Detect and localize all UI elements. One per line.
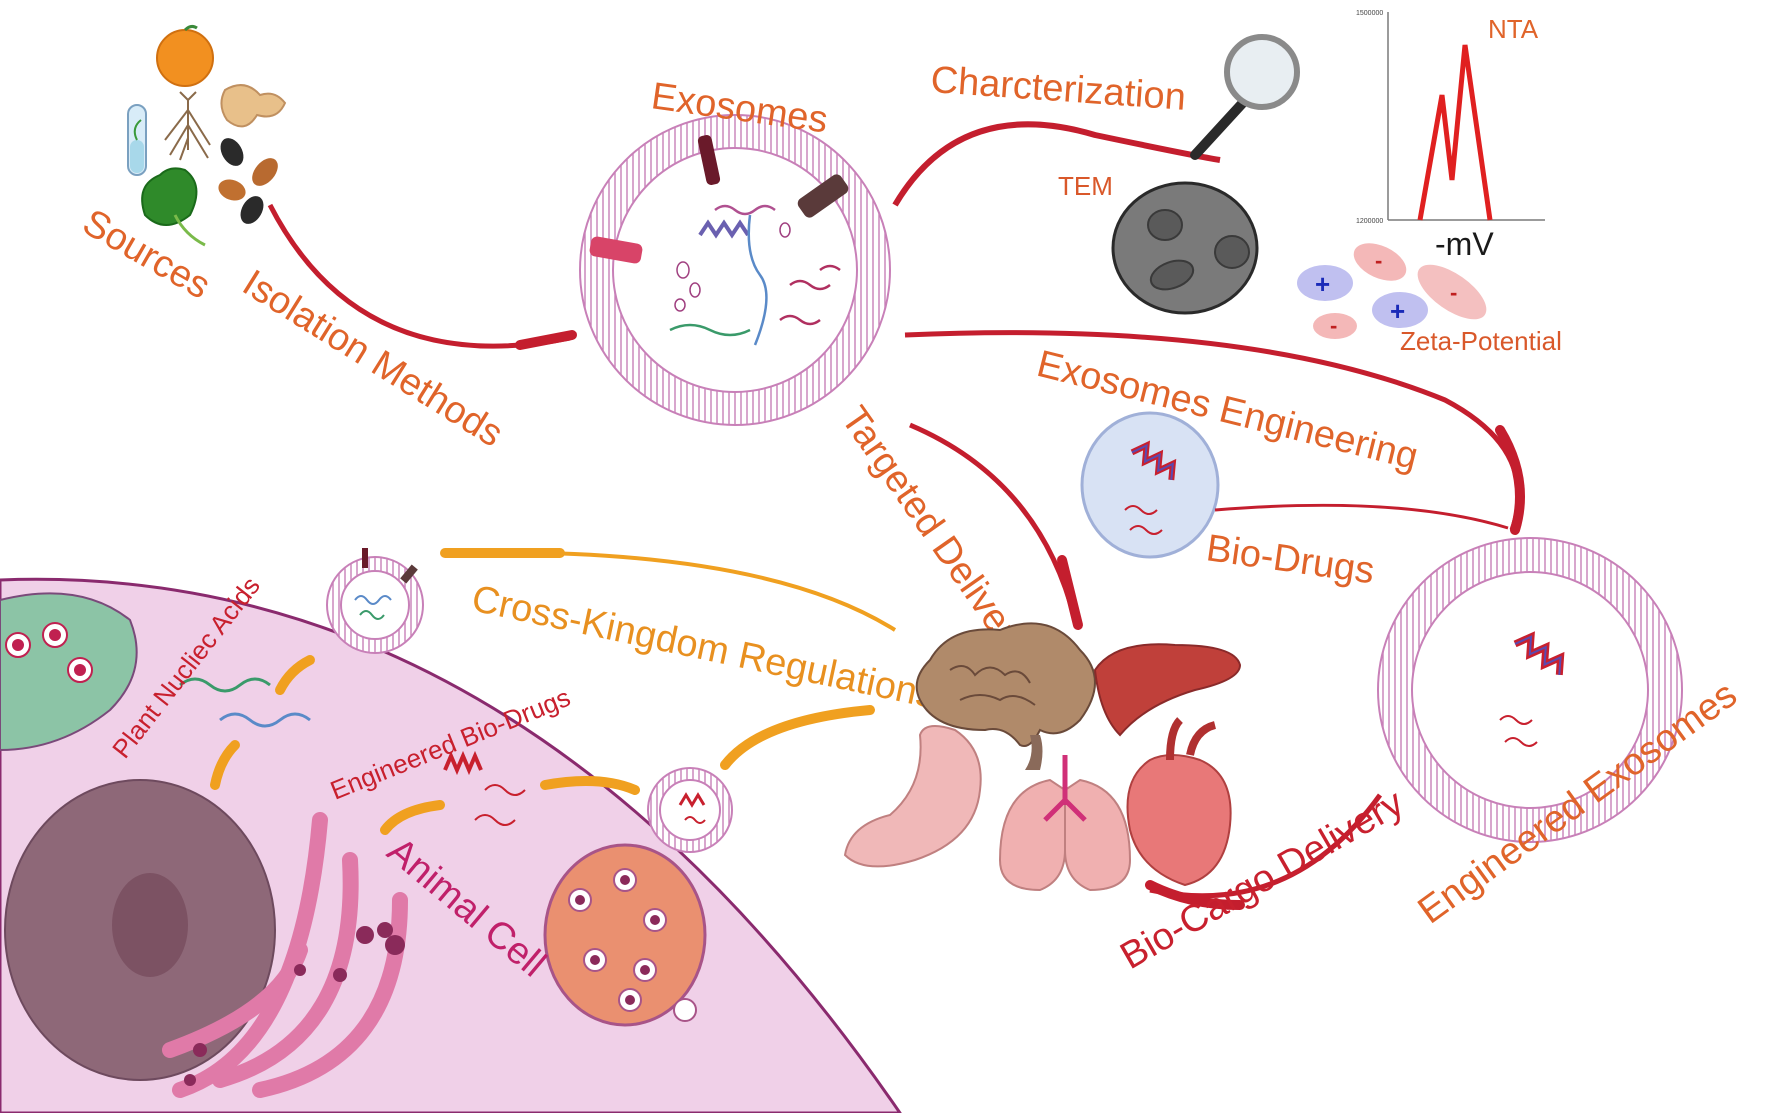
tem-exosome-image	[1111, 181, 1259, 315]
characterization-arc	[892, 121, 1221, 207]
seeds-icon	[220, 138, 264, 224]
nucleolus	[112, 873, 188, 977]
minus-sign: -	[1330, 313, 1337, 338]
stomach-icon	[843, 725, 982, 868]
engineered-exosome	[1377, 537, 1683, 843]
animal-cell	[0, 577, 902, 1113]
nta-y-bottom-tick: 1200000	[1356, 218, 1383, 225]
spinach-icon	[141, 167, 198, 226]
bio-drugs-label: Bio-Drugs	[1204, 527, 1377, 592]
membrane-protein	[589, 236, 643, 264]
engineered-bio-drug-strands	[443, 750, 526, 826]
nta-curve	[1417, 44, 1493, 221]
heart-icon	[1126, 717, 1232, 887]
main-exosome	[579, 114, 891, 426]
brain-icon	[915, 622, 1096, 747]
bio-drugs-vesicle	[1080, 411, 1220, 559]
magnifier-icon	[1190, 34, 1300, 160]
roots-icon	[164, 91, 211, 161]
cell-uptake-arrows	[210, 655, 875, 835]
zeta-particles: + + - - -	[1297, 243, 1487, 339]
isolation-methods-label: Isolation Methods	[235, 262, 510, 455]
organs-group	[843, 622, 1242, 892]
characterization-label: Charcterization	[929, 59, 1187, 119]
small-exosome-engineered	[647, 767, 733, 853]
plant-nucleic-acid-strands	[179, 677, 311, 728]
bio-drugs-connector	[1214, 503, 1509, 530]
membrane-protein	[797, 174, 849, 218]
ginger-icon	[220, 84, 287, 128]
membrane-protein	[697, 135, 721, 185]
lungs-icon	[998, 755, 1132, 892]
plus-sign: +	[1315, 269, 1330, 299]
minus-sign: -	[1450, 280, 1457, 305]
vesicles-dots	[184, 922, 405, 1086]
tem-label: TEM	[1058, 171, 1113, 201]
zeta-potential-label: Zeta-Potential	[1400, 326, 1562, 356]
small-exosome-plant	[326, 548, 424, 654]
plus-sign: +	[1390, 296, 1405, 326]
sources-group	[127, 24, 287, 247]
nta-chart: 1500000 1200000 NTA	[1356, 10, 1545, 225]
almond-icon	[252, 158, 278, 186]
orange-icon	[156, 29, 214, 87]
nta-label: NTA	[1488, 14, 1539, 44]
nta-y-top-tick: 1500000	[1356, 10, 1383, 17]
mv-label: -mV	[1435, 226, 1494, 262]
minus-sign: -	[1375, 248, 1382, 273]
liver-icon	[1093, 643, 1242, 737]
